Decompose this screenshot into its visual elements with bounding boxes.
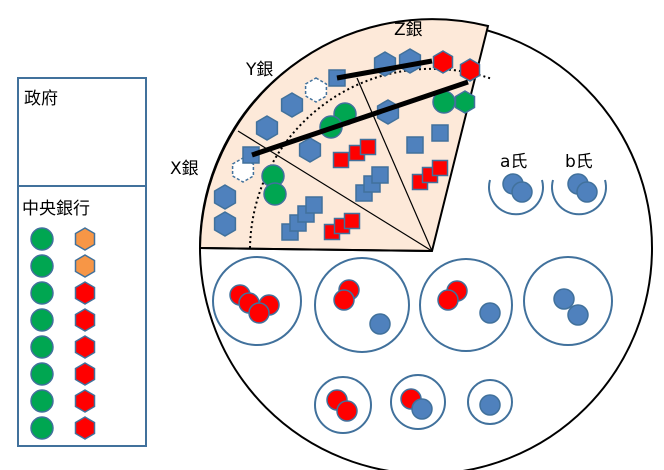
deposit-icon	[369, 313, 391, 335]
deposit-icon	[567, 304, 589, 326]
loan-square-icon	[359, 138, 377, 156]
deposit-square-icon	[371, 166, 389, 184]
government-bond-icon	[74, 227, 96, 251]
government-bond-icon	[74, 254, 96, 278]
sector-horizontal-line	[199, 247, 433, 252]
loan-hexagon-icon	[298, 137, 322, 163]
deposit-square-icon	[431, 124, 449, 142]
reserve-coin-icon	[263, 182, 287, 206]
bond-icon	[74, 362, 96, 386]
deposit-square-icon	[406, 136, 424, 154]
reserve-coin-icon	[30, 389, 54, 413]
reserve-hexagon-icon	[454, 90, 476, 114]
loan-hexagon-icon	[213, 211, 237, 237]
loan-square-icon	[343, 212, 361, 230]
bond-icon	[74, 416, 96, 440]
loan-square-icon	[431, 159, 449, 177]
person-a-wallet	[488, 179, 544, 216]
sector-divider-yz	[356, 77, 433, 252]
reserve-coin-icon	[30, 416, 54, 440]
loan-icon	[437, 289, 459, 311]
deposit-icon	[511, 181, 533, 203]
government-label: 政府	[24, 89, 58, 109]
person-b-wallet	[551, 179, 607, 216]
central-bank-label: 中央銀行	[22, 199, 90, 219]
household-6	[390, 374, 446, 430]
bond-icon	[74, 389, 96, 413]
deposit-square-icon	[305, 196, 323, 214]
reserve-coin-icon	[30, 308, 54, 332]
interbank-link-xz	[251, 79, 469, 158]
deposit-icon	[479, 394, 501, 416]
bond-icon	[459, 58, 481, 82]
deposit-icon	[479, 302, 501, 324]
reserve-coin-icon	[30, 362, 54, 386]
household-4	[523, 256, 613, 346]
household-5	[314, 376, 372, 434]
loan-hexagon-icon	[280, 92, 304, 118]
loan-icon	[248, 302, 270, 324]
bond-icon	[432, 50, 454, 74]
loan-hexagon-icon	[255, 115, 279, 141]
household-3	[419, 258, 513, 352]
loan-hexagon-icon	[213, 184, 237, 210]
interbank-link-yz	[336, 58, 433, 81]
deposit-icon	[411, 398, 433, 420]
bond-icon	[74, 281, 96, 305]
reserve-coin-icon	[30, 335, 54, 359]
person-a-label: a氏	[500, 152, 527, 172]
bank-z-label: Z銀	[394, 20, 423, 40]
loan-icon	[336, 400, 358, 422]
reserve-coin-icon	[30, 254, 54, 278]
bank-y-label: Y銀	[245, 60, 273, 80]
reserve-coin-icon	[30, 227, 54, 251]
loan-square-icon	[332, 151, 350, 169]
deposit-icon	[553, 288, 575, 310]
household-2	[314, 257, 410, 353]
household-7	[467, 379, 513, 425]
deposit-icon	[576, 181, 598, 203]
loan-hexagon-icon	[398, 48, 422, 74]
reserve-coin-icon	[30, 281, 54, 305]
person-b-label: b氏	[565, 152, 593, 172]
loan-icon	[333, 289, 355, 311]
bond-icon	[74, 335, 96, 359]
bond-icon	[74, 308, 96, 332]
household-1	[212, 256, 302, 346]
dotted-arc	[249, 67, 493, 249]
bank-x-label: X銀	[170, 159, 199, 179]
